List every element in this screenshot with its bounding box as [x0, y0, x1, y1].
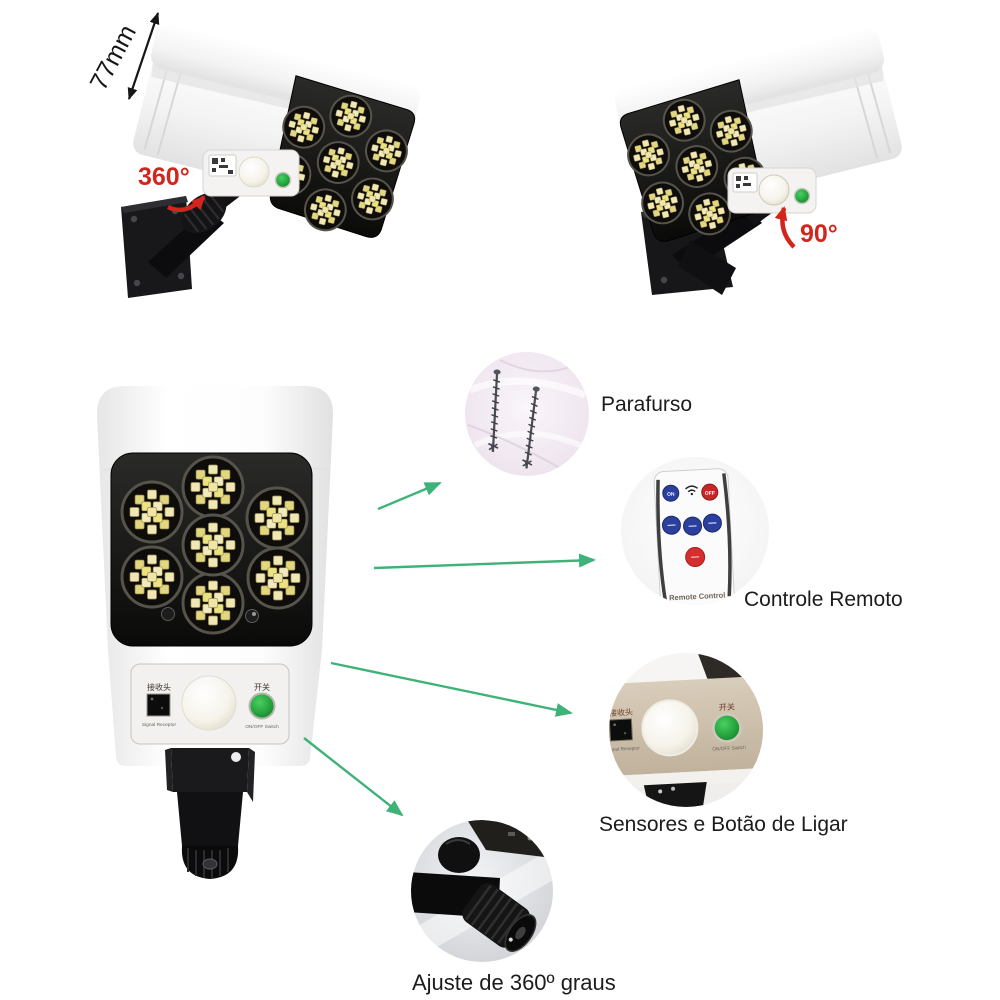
receiver-label-cn: 接收头 — [147, 682, 171, 692]
pir-dome-closeup — [641, 699, 699, 757]
switch-caption: ON/OFF Switch — [245, 724, 279, 730]
callout-sensor: 接收头 Signal Receptor 开关 ON/OFF Switch Sen… — [599, 653, 848, 836]
ir-receiver-window — [609, 718, 633, 742]
power-button-front — [248, 692, 276, 720]
ribbed-knob — [462, 883, 537, 952]
switch-label-cn: 开关 — [254, 682, 270, 692]
qr-label — [212, 158, 233, 174]
ir-receiver-window — [146, 693, 171, 717]
arrow-to-remote — [373, 553, 596, 570]
rotation-label-360: 360° — [138, 163, 190, 191]
remote-off-button — [701, 483, 719, 501]
power-button-right — [793, 187, 811, 205]
arrow-to-sensor — [330, 661, 573, 717]
mounting-stem — [165, 748, 255, 879]
pir-dome-left — [238, 156, 270, 188]
receiver-caption: Signal Receptor — [142, 722, 177, 728]
rotation-label-90: 90° — [800, 220, 838, 248]
sensor-module-right — [727, 167, 817, 214]
rotation-arrow-360 — [166, 195, 206, 213]
sensor-module-left — [202, 149, 300, 197]
pir-dome-front — [181, 675, 237, 731]
callout-knob: Ajuste de 360º graus — [411, 820, 616, 995]
qr-label — [736, 176, 751, 188]
stem-hole — [202, 858, 218, 870]
ir-led — [161, 607, 175, 621]
callout-label-sensors: Sensores e Botão de Ligar — [599, 813, 848, 836]
remote-on-label: ON — [667, 491, 675, 497]
camera-photo-front: 接收头 Signal Receptor 开关 ON/OFF Switch — [96, 386, 334, 879]
wifi-icon — [685, 485, 698, 496]
rotation-annotation-left: 360° — [138, 163, 206, 213]
ir-led — [245, 609, 259, 623]
receiver-caption: Signal Receptor — [606, 745, 641, 753]
callout-label-remote: Controle Remoto — [744, 588, 903, 611]
callout-remote: ON OFF Remote Control Controle Remoto — [621, 457, 903, 611]
power-button-left — [274, 171, 292, 189]
arrow-to-knob — [303, 737, 404, 817]
remote-brand-text: Remote Control — [669, 591, 726, 603]
dimension-arrow — [127, 12, 160, 100]
rotation-arrow-90 — [774, 206, 796, 249]
callout-label-parafurso: Parafurso — [601, 393, 692, 416]
callout-arrows — [303, 481, 596, 817]
receiver-label-cn: 接收头 — [609, 707, 633, 718]
arrow-to-screws — [377, 481, 442, 511]
remote-control: ON OFF Remote Control — [653, 468, 735, 605]
power-button-closeup — [712, 713, 742, 743]
hinge-ball — [438, 837, 480, 873]
remote-on-button — [662, 484, 680, 502]
camera-photo-angled-left: 77mm 360° — [85, 12, 424, 298]
pir-dome-right — [758, 174, 790, 206]
switch-label-cn: 开关 — [719, 701, 736, 712]
sensor-panel-front: 接收头 Signal Receptor 开关 ON/OFF Switch — [130, 663, 290, 745]
switch-caption: ON/OFF Switch — [712, 745, 746, 753]
rotation-annotation-right: 90° — [774, 206, 838, 249]
camera-photo-angled-right: 90° — [612, 25, 916, 295]
remote-off-label: OFF — [705, 490, 715, 497]
callout-label-adjust: Ajuste de 360º graus — [412, 970, 616, 995]
